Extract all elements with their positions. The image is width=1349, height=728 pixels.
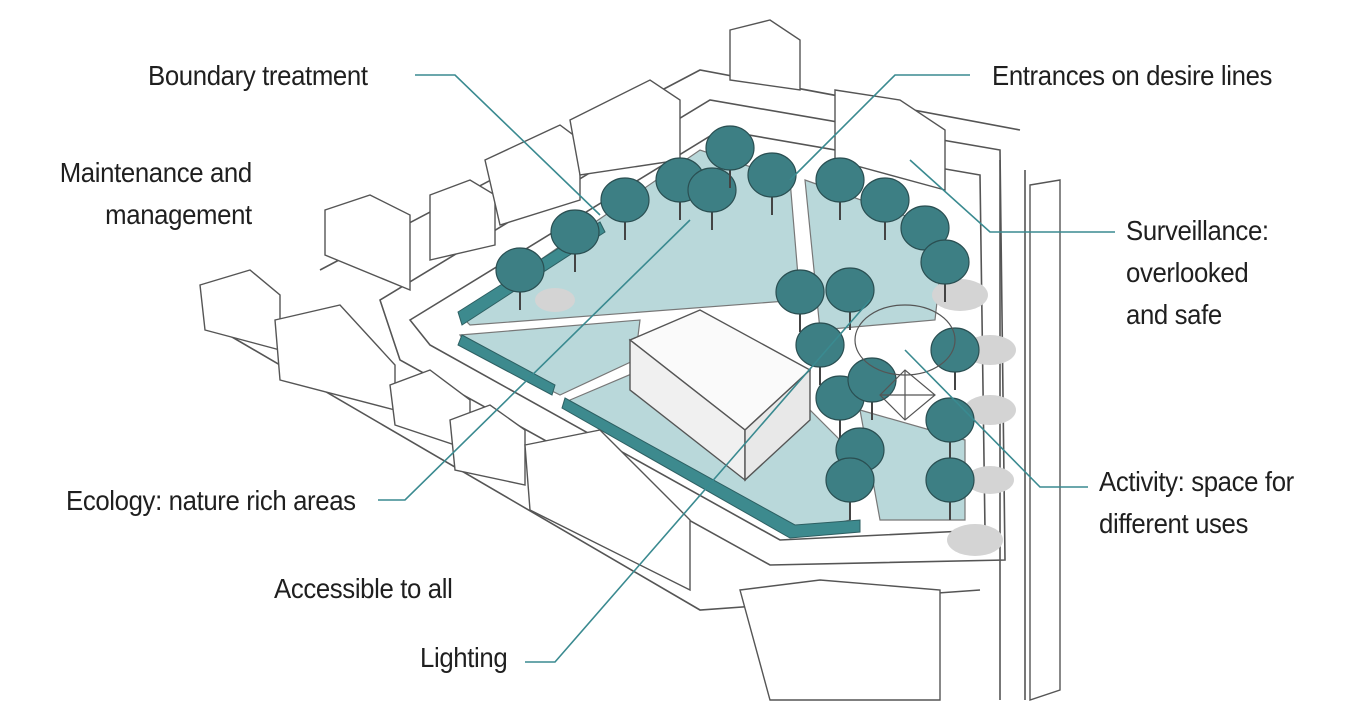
label-text: Ecology: nature rich areas [66, 485, 356, 516]
tree [930, 327, 980, 390]
label-text: Lighting [420, 642, 508, 673]
tree [705, 125, 755, 188]
label-surveillance: Surveillance: overlooked and safe [1126, 210, 1269, 336]
tree [795, 322, 845, 385]
tree [925, 397, 975, 460]
tree [925, 457, 975, 520]
label-lighting: Lighting [420, 637, 508, 679]
label-text-line1: Surveillance: [1126, 215, 1269, 246]
tree [775, 269, 825, 332]
label-text-line2: different uses [1099, 508, 1249, 539]
label-text-line2: overlooked [1126, 257, 1249, 288]
leader-lines [378, 74, 1115, 663]
tree [747, 152, 797, 215]
buildings-west [199, 79, 691, 592]
tree [815, 157, 865, 220]
playground [854, 304, 956, 421]
trees [495, 125, 980, 520]
label-entrances: Entrances on desire lines [992, 55, 1272, 97]
label-text: Boundary treatment [148, 60, 368, 91]
label-text: Accessible to all [274, 573, 453, 604]
tree [860, 177, 910, 240]
tree [920, 239, 970, 302]
label-text-line1: Activity: space for [1099, 466, 1294, 497]
tree [825, 457, 875, 520]
tree [495, 247, 545, 310]
tree [550, 209, 600, 272]
buildings-east [729, 19, 1061, 701]
tree [600, 177, 650, 240]
label-accessible: Accessible to all [274, 568, 453, 610]
tree [825, 267, 875, 330]
label-text-line2: management [105, 199, 252, 230]
label-text: Entrances on desire lines [992, 60, 1273, 91]
label-text-line3: and safe [1126, 299, 1222, 330]
label-maintenance: Maintenance and management [60, 152, 252, 236]
tree [687, 167, 737, 230]
label-text-line1: Maintenance and [59, 157, 252, 188]
label-ecology: Ecology: nature rich areas [66, 480, 356, 522]
sports-court [628, 309, 812, 482]
label-boundary-treatment: Boundary treatment [148, 55, 368, 97]
label-activity: Activity: space for different uses [1099, 461, 1294, 545]
